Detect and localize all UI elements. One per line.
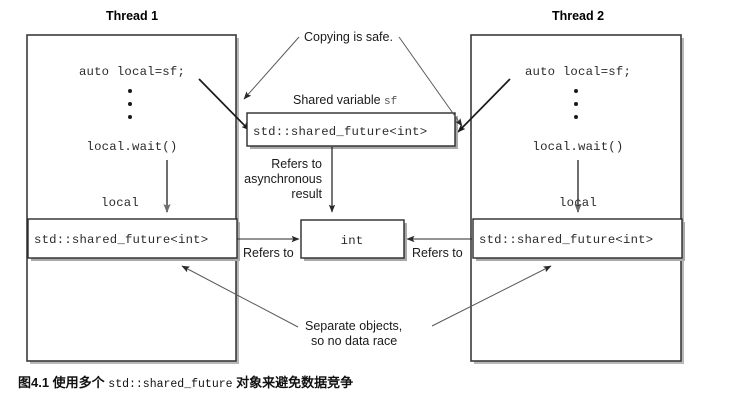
ellipsis-dot (128, 89, 132, 93)
thread-1-code-line-1: auto local=sf; (79, 65, 185, 79)
thread-2-code-line-1: auto local=sf; (525, 65, 631, 79)
separate-objects-line-2: so no data race (311, 334, 397, 348)
separate-objects-leader-left (181, 265, 299, 328)
shared-variable-box (246, 112, 456, 147)
thread-2-local-box-text: std::shared_future<int> (479, 233, 653, 247)
shared-variable-box-text: std::shared_future<int> (253, 125, 427, 139)
ellipsis-dot (128, 115, 132, 119)
thread-1-code-line-2: local.wait() (87, 140, 178, 154)
thread-2-local-label: local (559, 196, 597, 210)
thread-2-copy-arrow (457, 78, 511, 133)
thread-2-refers-to-label: Refers to (412, 246, 463, 260)
thread-1-panel (26, 34, 237, 362)
thread-1-copy-arrow (198, 78, 250, 131)
thread-1-refers-to-label: Refers to (243, 246, 294, 260)
copying-safe-annotation: Copying is safe. (304, 30, 393, 44)
copying-safe-leader-right (398, 36, 463, 127)
thread-2-code-line-2: local.wait() (533, 140, 624, 154)
ellipsis-dot (574, 89, 578, 93)
separate-objects-line-1: Separate objects, (305, 319, 402, 333)
ellipsis-dot (128, 102, 132, 106)
thread-1-local-box-text: std::shared_future<int> (34, 233, 208, 247)
caption-prefix: 图4.1 使用多个 (18, 375, 109, 390)
thread-1-local-box (27, 218, 238, 259)
shared-variable-label: Shared variable sf (293, 93, 397, 108)
result-box-text: int (341, 234, 364, 248)
thread-2-title: Thread 2 (552, 9, 604, 23)
caption-mono-term: std::shared_future (108, 378, 233, 391)
ellipsis-dot (574, 102, 578, 106)
thread-1-local-label: local (101, 196, 139, 210)
figure-caption: 图4.1 使用多个 std::shared_future 对象来避免数据竞争 (18, 372, 733, 391)
separate-objects-leader-right (431, 265, 552, 327)
refers-async-line-3: result (291, 187, 322, 201)
copying-safe-leader-left (243, 36, 300, 100)
result-box (300, 219, 405, 259)
thread-1-title: Thread 1 (106, 9, 158, 23)
caption-suffix: 对象来避免数据竞争 (232, 375, 354, 390)
refers-async-line-2: asynchronous (244, 172, 322, 186)
thread-2-local-box (472, 218, 683, 259)
refers-async-line-1: Refers to (271, 157, 322, 171)
ellipsis-dot (574, 115, 578, 119)
